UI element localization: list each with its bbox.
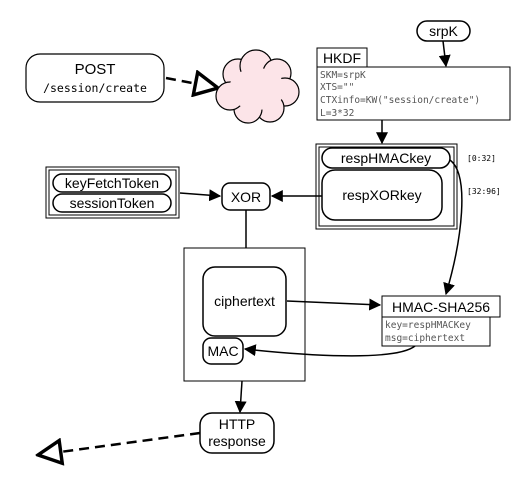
srpk-to-hkdf-arrow xyxy=(438,40,451,68)
hmac-param: msg=ciphertext xyxy=(385,333,465,344)
hmackey-to-hmac-arrow xyxy=(443,159,463,296)
hkdf-param: XTS="" xyxy=(320,82,354,93)
ciphertext-to-hmac-arrow xyxy=(286,298,382,311)
srpk-label: srpK xyxy=(429,23,458,39)
http-response-label: response xyxy=(208,433,266,449)
bundle-to-http-arrow xyxy=(234,380,247,414)
session-token-label: sessionToken xyxy=(70,195,155,211)
resp-hmac-key-label: respHMACkey xyxy=(341,150,431,166)
post-path-label: /session/create xyxy=(43,81,147,95)
http-response-node: HTTP response xyxy=(199,412,275,454)
post-node: POST /session/create xyxy=(25,53,165,103)
resp-hmac-key-node xyxy=(321,147,451,169)
hmac-to-mac-arrow xyxy=(243,344,416,357)
post-label: POST xyxy=(75,61,116,78)
hmac-param: key=respHMACKey xyxy=(385,320,471,331)
hkdf-box: HKDF SKM=srpK XTS="" CTXinfo=KW("session… xyxy=(316,47,511,121)
ciphertext-label: ciphertext xyxy=(214,293,275,309)
range-xor-label: [32:96] xyxy=(467,187,501,196)
hmac-title: HMAC-SHA256 xyxy=(392,299,490,315)
xor-label: XOR xyxy=(231,189,261,205)
hkdf-param: CTXinfo=KW("session/create") xyxy=(320,95,480,106)
http-to-client-arrow xyxy=(38,431,201,455)
mac-label: MAC xyxy=(207,343,238,359)
http-label: HTTP xyxy=(219,416,256,432)
hmac-box: HMAC-SHA256 key=respHMACKey msg=cipherte… xyxy=(381,295,501,347)
xor-node: XOR xyxy=(221,182,271,211)
token-inputs-group: keyFetchToken sessionToken xyxy=(45,166,180,219)
tokens-to-xor-arrow xyxy=(179,189,222,202)
range-hmac-label: [0:32] xyxy=(467,154,496,163)
hkdf-title: HKDF xyxy=(323,50,361,66)
network-cloud xyxy=(215,49,300,124)
derived-keys-group: respHMACkey respXORkey xyxy=(315,143,458,230)
post-to-cloud-arrow xyxy=(165,78,218,88)
output-bundle: ciphertext MAC xyxy=(183,247,306,382)
hkdf-param: L=3*32 xyxy=(320,108,354,119)
resp-xor-key-label: respXORkey xyxy=(342,187,421,203)
resp-xor-key-node xyxy=(321,169,443,221)
mac-node xyxy=(202,337,244,365)
hkdf-param: SKM=srpK xyxy=(320,70,366,81)
srpk-node: srpK xyxy=(416,20,471,42)
key-fetch-token-label: keyFetchToken xyxy=(65,175,159,191)
ciphertext-node xyxy=(202,266,287,337)
session-token-node xyxy=(52,193,172,213)
key-fetch-token-node xyxy=(52,173,172,193)
